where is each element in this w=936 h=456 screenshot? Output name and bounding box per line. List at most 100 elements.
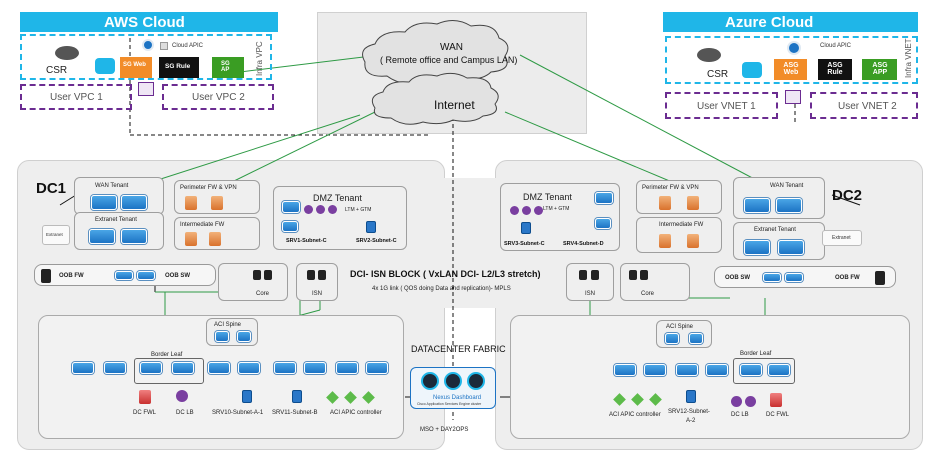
- aws-title-bar: AWS Cloud: [20, 12, 278, 32]
- dc1-server-icon: [242, 390, 252, 403]
- dc2-intermediate-fw: Intermediate FW: [636, 217, 722, 253]
- dc1-border-leaf-box: [134, 358, 204, 384]
- azure-asg-web: ASG Web: [774, 59, 807, 80]
- dc1-leaf: [366, 362, 388, 374]
- dc2-aci-spine: ACI Spine: [656, 320, 712, 348]
- dc1-leaf: [274, 362, 296, 374]
- aws-infra-vpc: [20, 34, 272, 80]
- dc1-dc-lb: DC LB: [176, 410, 194, 416]
- nexus-dashboard: Nexus Dashboard Cisco Application Servic…: [410, 367, 496, 409]
- dc1-srv11: SRV11-Subnet-B: [272, 410, 318, 416]
- azure-csr-label: CSR: [707, 69, 729, 80]
- dc1-leaf: [104, 362, 126, 374]
- fabric-title: DATACENTER FABRIC: [411, 344, 506, 354]
- dc2-srv12a: SRV12-Subnet-: [668, 409, 710, 415]
- dc2-leaf: [768, 364, 790, 376]
- azure-title-bar: Azure Cloud: [663, 12, 918, 32]
- dc1-aci-spine: ACI Spine: [206, 318, 258, 346]
- aws-sg-web: SG Web: [120, 57, 152, 78]
- azure-vnet-router-icon: [785, 90, 801, 104]
- dc2-leaf: [644, 364, 666, 376]
- dc1-perimeter-fw: Perimeter FW & VPN: [174, 180, 260, 214]
- azure-asg-app: ASG APP: [862, 59, 897, 80]
- aws-infra-label: Infra VPC: [255, 41, 264, 76]
- dc2-apic-icons: [613, 393, 669, 406]
- aws-csr-label: CSR: [46, 65, 68, 76]
- azure-infra-label: Infra VNET: [904, 38, 913, 78]
- dc1-lb-icon: [176, 390, 188, 402]
- wan-subtitle: ( Remote office and Campus LAN): [380, 55, 518, 65]
- dc2-leaf: [676, 364, 698, 376]
- dc2-wan-tenant: WAN Tenant: [733, 177, 825, 219]
- dc2-lb-icon: [745, 396, 756, 407]
- dc1-apic-icons: [326, 391, 382, 404]
- dc2-server-icon: [686, 390, 696, 403]
- dc2-fwl-icon: [770, 393, 782, 407]
- dc1-border-leaf: Border Leaf: [151, 352, 183, 358]
- azure-cloud-apic-icon: [787, 41, 801, 55]
- azure-user-vnet-1: User VNET 1: [665, 92, 778, 119]
- dc2-dc-lb: DC LB: [731, 412, 749, 418]
- dc1-leaf: [172, 362, 194, 374]
- dc2-dc-fwl: DC FWL: [766, 412, 789, 418]
- dc1-leaf: [304, 362, 326, 374]
- aws-title: AWS Cloud: [104, 14, 185, 31]
- aws-sg-rule: SG Rule: [159, 57, 199, 78]
- dc2-isn: ISN: [566, 263, 614, 301]
- dc1-server-icon: [292, 390, 302, 403]
- dc2-leaf: [706, 364, 728, 376]
- dc1-oob-bar: OOB FW OOB SW: [34, 264, 216, 286]
- azure-cloud-apic: Cloud APIC: [820, 43, 852, 49]
- azure-infra-vnet: [665, 36, 918, 84]
- dc2-perimeter-fw: Perimeter FW & VPN: [636, 180, 722, 214]
- dci-title: DCI- ISN BLOCK ( VxLAN DCI- L2/L3 stretc…: [350, 269, 541, 279]
- dc1-extranet: Extranet: [42, 225, 70, 245]
- dc1-core: Core: [218, 263, 288, 301]
- dc2-apic: ACI APIC controller: [609, 412, 661, 418]
- dc2-oob-bar: OOB SW OOB FW: [714, 266, 896, 288]
- center-band: [440, 178, 500, 308]
- dc1-srv10: SRV10-Subnet-A-1: [212, 410, 264, 416]
- dc2-lb-icon: [731, 396, 742, 407]
- azure-csr-router-icon: [697, 48, 721, 62]
- cloud-apic-check: [160, 42, 168, 50]
- dc2-border-leaf: Border Leaf: [740, 351, 772, 357]
- dc1-fwl-icon: [139, 390, 151, 404]
- dc1-extranet-tenant: Extranet Tenant: [74, 212, 164, 250]
- aws-user-vpc-2: User VPC 2: [162, 84, 274, 110]
- aws-sg-ap: SG AP: [212, 57, 244, 78]
- dc1-leaf: [140, 362, 162, 374]
- dc2-extranet-tenant: Extranet Tenant: [733, 222, 825, 260]
- dc1-dc-fwl: DC FWL: [133, 410, 156, 416]
- azure-asg-rule: ASG Rule: [818, 59, 852, 80]
- dc1-isn: ISN: [296, 263, 338, 301]
- azure-title: Azure Cloud: [725, 14, 814, 31]
- internet-title: Internet: [434, 98, 475, 112]
- dc2-leaf: [740, 364, 762, 376]
- azure-apic-cloud-icon: [742, 62, 762, 78]
- dc2-label: DC2: [832, 187, 863, 204]
- dc1-leaf: [238, 362, 260, 374]
- apic-cloud-icon: [95, 58, 115, 74]
- dc2-dmz-tenant: DMZ Tenant LTM + GTM SRV3-Subnet-C SRV4-…: [500, 183, 620, 251]
- mso-label: MSO + DAY2OPS: [420, 427, 469, 433]
- dc1-wan-tenant: WAN Tenant: [74, 177, 164, 215]
- dci-sub: 4x 1G link ( QOS doing Data and replicat…: [372, 286, 511, 292]
- aws-user-vpc-1: User VPC 1: [20, 84, 132, 110]
- dc1-apic: ACI APIC controller: [330, 410, 382, 416]
- dc2-core: Core: [620, 263, 690, 301]
- aws-cloud-apic: Cloud APIC: [172, 43, 204, 49]
- dc2-border-leaf-box: [733, 358, 795, 384]
- dc1-leaf: [208, 362, 230, 374]
- wan-title: WAN: [440, 42, 463, 53]
- dc2-leaf: [614, 364, 636, 376]
- dc2-extranet: Extranet: [822, 230, 862, 246]
- dc1-intermediate-fw: Intermediate FW: [174, 217, 260, 250]
- cloud-apic-icon: [142, 39, 154, 51]
- dc1-dmz-tenant: DMZ Tenant LTM + GTM SRV1-Subnet-C SRV2-…: [273, 186, 407, 250]
- dc2-srv12b: A-2: [686, 418, 696, 424]
- dc1-label: DC1: [36, 180, 67, 197]
- aws-vpc-router-icon: [138, 82, 154, 96]
- dc1-leaf: [72, 362, 94, 374]
- csr-router-icon: [55, 46, 79, 60]
